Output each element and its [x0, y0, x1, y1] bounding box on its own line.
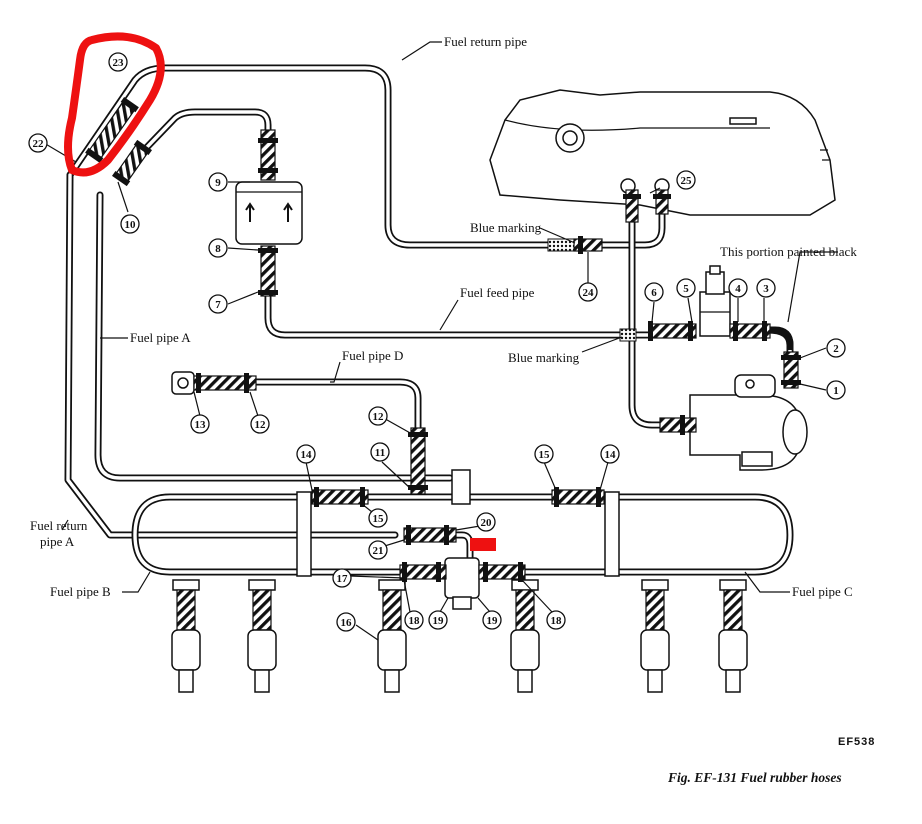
label-fuel-pipe-d: Fuel pipe D: [342, 348, 403, 363]
callout-2: 2: [826, 338, 846, 358]
svg-text:16: 16: [341, 617, 353, 629]
svg-text:20: 20: [481, 517, 493, 529]
callout-17: 17: [332, 568, 352, 588]
svg-text:23: 23: [113, 57, 125, 69]
callout-5: 5: [676, 278, 696, 298]
callout-15b: 15: [368, 508, 388, 528]
label-blue-marking-upper: Blue marking: [470, 220, 542, 235]
injectors: [171, 579, 748, 693]
callout-23: 23: [108, 52, 128, 72]
leader-lines: [43, 41, 838, 641]
painted-black-portion: [767, 326, 794, 350]
svg-text:22: 22: [33, 138, 45, 150]
svg-text:2: 2: [833, 343, 839, 355]
label-painted-black: This portion painted black: [720, 244, 857, 259]
callout-6: 6: [644, 282, 664, 302]
svg-text:18: 18: [409, 615, 421, 627]
label-fuel-return-pipe-a-line1: Fuel return: [30, 518, 88, 533]
svg-text:5: 5: [683, 283, 689, 295]
callout-15a: 15: [534, 444, 554, 464]
callout-18a: 18: [404, 610, 424, 630]
svg-text:13: 13: [195, 419, 207, 431]
callout-20: 20: [476, 512, 496, 532]
svg-text:19: 19: [433, 615, 445, 627]
svg-text:15: 15: [539, 449, 551, 461]
pressure-regulator: [699, 265, 731, 337]
label-fuel-feed-pipe: Fuel feed pipe: [460, 285, 535, 300]
callout-21: 21: [368, 540, 388, 560]
callout-24: 24: [578, 282, 598, 302]
callout-11: 11: [370, 442, 390, 462]
cold-start-valve: [171, 371, 195, 395]
svg-text:12: 12: [255, 419, 267, 431]
callout-4: 4: [728, 278, 748, 298]
callout-22: 22: [28, 133, 48, 153]
red-annotations: [64, 32, 496, 551]
junction-block: [451, 469, 471, 505]
svg-text:15: 15: [373, 513, 385, 525]
svg-text:14: 14: [301, 449, 313, 461]
callout-18b: 18: [546, 610, 566, 630]
text-labels: Fuel return pipe Blue marking This porti…: [30, 34, 857, 599]
callout-16: 16: [336, 612, 356, 632]
label-fuel-pipe-a: Fuel pipe A: [130, 330, 191, 345]
loop-bracket-right: [604, 491, 620, 577]
callouts: 1 2 3 4 5 6 7 8 9 10 11 12 12 13 14 14 1…: [28, 52, 846, 632]
fuel-filter: [235, 181, 303, 245]
label-fuel-return-pipe: Fuel return pipe: [444, 34, 527, 49]
svg-text:6: 6: [651, 287, 657, 299]
figure-code: EF538: [838, 736, 876, 748]
callout-12a: 12: [368, 406, 388, 426]
svg-text:3: 3: [763, 283, 769, 295]
callout-14a: 14: [296, 444, 316, 464]
svg-text:17: 17: [337, 573, 349, 585]
svg-text:19: 19: [487, 615, 499, 627]
blue-marking-band-lower: [619, 328, 637, 342]
rubber-hoses: [85, 96, 801, 582]
label-fuel-return-pipe-a-line2: pipe A: [40, 534, 75, 549]
callout-14b: 14: [600, 444, 620, 464]
label-fuel-pipe-c: Fuel pipe C: [792, 584, 853, 599]
callout-1: 1: [826, 380, 846, 400]
callout-19b: 19: [482, 610, 502, 630]
callout-25: 25: [676, 170, 696, 190]
callout-9: 9: [208, 172, 228, 192]
svg-text:21: 21: [373, 545, 384, 557]
svg-text:4: 4: [735, 283, 741, 295]
svg-text:10: 10: [125, 219, 137, 231]
callout-8: 8: [208, 238, 228, 258]
svg-text:25: 25: [681, 175, 693, 187]
svg-text:14: 14: [605, 449, 617, 461]
callout-19a: 19: [428, 610, 448, 630]
fuel-tank: [489, 89, 836, 216]
svg-text:9: 9: [215, 177, 221, 189]
red-circle-annotation: [64, 32, 165, 177]
label-blue-marking-lower: Blue marking: [508, 350, 580, 365]
label-fuel-pipe-b: Fuel pipe B: [50, 584, 111, 599]
svg-text:18: 18: [551, 615, 563, 627]
svg-text:7: 7: [215, 299, 221, 311]
svg-text:1: 1: [833, 385, 839, 397]
callout-13: 13: [190, 414, 210, 434]
red-rectangle-annotation: [470, 538, 496, 551]
svg-text:8: 8: [215, 243, 221, 255]
loop-bracket-left: [296, 491, 312, 577]
figure-caption: Fig. EF-131 Fuel rubber hoses: [668, 770, 842, 785]
callout-10: 10: [120, 214, 140, 234]
svg-text:24: 24: [583, 287, 595, 299]
svg-text:11: 11: [375, 447, 385, 459]
svg-text:12: 12: [373, 411, 385, 423]
callout-12b: 12: [250, 414, 270, 434]
fuel-damper: [444, 557, 480, 610]
callout-7: 7: [208, 294, 228, 314]
callout-3: 3: [756, 278, 776, 298]
fuel-pump: [689, 374, 808, 471]
